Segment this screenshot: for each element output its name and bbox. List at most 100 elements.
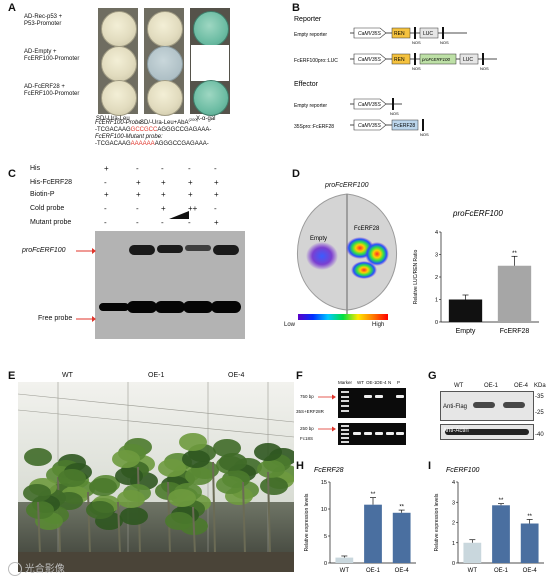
shift-band bbox=[157, 245, 183, 253]
gene-label: REN bbox=[394, 31, 405, 37]
stem bbox=[242, 481, 246, 555]
emsa-cell: + bbox=[161, 204, 166, 213]
wb-blot-flag bbox=[440, 391, 534, 421]
emsa-cell: + bbox=[214, 218, 219, 227]
significance-mark: ** bbox=[399, 505, 404, 511]
pcr-target: 35S+ERF28R bbox=[296, 409, 324, 414]
colony bbox=[101, 11, 137, 47]
scale-high: High bbox=[372, 322, 385, 328]
wb-lane-oe4: OE-4 bbox=[514, 383, 529, 389]
pcr-band bbox=[364, 432, 372, 435]
emsa-cell: - bbox=[214, 164, 217, 173]
shift-band bbox=[185, 245, 211, 251]
panel-label-b: B bbox=[292, 2, 300, 14]
emsa-cell: + bbox=[104, 190, 109, 199]
emsa-cell: + bbox=[161, 178, 166, 187]
colony-empty bbox=[191, 45, 229, 81]
significance-mark: ** bbox=[371, 492, 376, 498]
x-tick-label: OE-1 bbox=[366, 568, 381, 574]
ladder-band bbox=[341, 429, 349, 431]
luc-box bbox=[419, 27, 439, 39]
pcr-band bbox=[396, 395, 404, 398]
emsa-cell: + bbox=[214, 178, 219, 187]
emsa-cell: - bbox=[161, 164, 164, 173]
panel-label-f: F bbox=[296, 370, 303, 382]
y-tick-label: 2 bbox=[452, 521, 455, 527]
y-tick-label: 3 bbox=[452, 500, 455, 506]
luc-label: LUC bbox=[423, 31, 433, 37]
pcr-band bbox=[364, 395, 372, 398]
band-arrow bbox=[76, 248, 96, 254]
promoter-label: CaMV35S bbox=[358, 57, 381, 63]
free-probe-band bbox=[183, 301, 213, 313]
ladder-band bbox=[341, 441, 349, 443]
emsa-cell: + bbox=[188, 178, 193, 187]
leaf-shape bbox=[120, 507, 148, 525]
construct-label: FcERF100pro::LUC bbox=[294, 58, 338, 64]
terminator-bar bbox=[414, 53, 416, 65]
band-label: proFcERF100 bbox=[22, 247, 66, 254]
leaf-shape bbox=[26, 501, 54, 519]
colony bbox=[147, 46, 183, 82]
stem bbox=[117, 501, 121, 555]
probe-title: FcERF100-Probe: bbox=[95, 120, 144, 126]
wb-lane-wt: WT bbox=[454, 383, 464, 389]
emsa-table: His+----His-FcERF28-++++Biotin-P+++++Col… bbox=[30, 155, 250, 235]
gene-label: FcERF28 bbox=[394, 123, 415, 129]
emsa-cell: + bbox=[136, 178, 141, 187]
wb-blot-actin bbox=[440, 424, 534, 440]
emsa-cell: - bbox=[136, 218, 139, 227]
nos-label: NOS bbox=[480, 66, 489, 71]
bar bbox=[463, 542, 482, 563]
chart-title: FcERF28 bbox=[314, 467, 344, 474]
emsa-cell: - bbox=[188, 218, 191, 227]
significance-mark: ** bbox=[499, 498, 504, 504]
luc-box bbox=[459, 53, 479, 65]
y-tick-label: 3 bbox=[435, 253, 438, 259]
terminator-bar bbox=[422, 119, 424, 131]
panel-label-g: G bbox=[428, 370, 437, 382]
x-tick-label: OE-1 bbox=[494, 568, 509, 574]
leaf-shape bbox=[23, 484, 51, 502]
colony bbox=[193, 11, 229, 47]
leaf-left-label: Empty bbox=[310, 236, 327, 242]
emsa-cell: - bbox=[188, 164, 191, 173]
leaf-shape bbox=[182, 450, 210, 468]
promoter-arrow bbox=[353, 119, 387, 131]
leaf-shape bbox=[216, 476, 244, 494]
col-label-2: SD/-Ura-Leu+AbA(200) bbox=[140, 117, 198, 126]
emsa-cell: + bbox=[161, 190, 166, 199]
insert-label: proFcERF100 bbox=[421, 57, 451, 62]
promoter-label: CaMV35S bbox=[358, 123, 381, 129]
panel-a: AD-Rec-p53 + P53-Promoter AD-Empty + FcE… bbox=[18, 8, 230, 126]
nos-label: NOS bbox=[412, 40, 421, 45]
colony bbox=[101, 46, 137, 82]
pcr-gel-bottom bbox=[338, 423, 406, 445]
plant-label-wt: WT bbox=[62, 372, 73, 379]
emsa-cell: ++ bbox=[188, 204, 198, 213]
x-tick-label: OE-4 bbox=[523, 568, 538, 574]
emsa-row-label: Cold probe bbox=[30, 205, 65, 212]
probe-seq: -TCGACAAGGCCGCCAGGGCCGAGAAA- bbox=[95, 127, 212, 133]
pcr-band bbox=[386, 432, 394, 435]
pcr-band bbox=[396, 432, 404, 435]
y-tick-label: 2 bbox=[435, 275, 438, 281]
construct-label: Empty reporter bbox=[294, 103, 327, 109]
promoter-arrow bbox=[353, 98, 387, 110]
ladder-band bbox=[341, 400, 349, 402]
bar bbox=[364, 504, 382, 563]
reporter-title: Reporter bbox=[294, 16, 322, 23]
leaf-shape bbox=[219, 453, 247, 471]
leaf-shape bbox=[179, 433, 207, 451]
col-label-3: X-α-gal bbox=[196, 116, 216, 122]
leaf-shape bbox=[58, 469, 86, 487]
emsa-cell: + bbox=[214, 190, 219, 199]
pcr-size-2: 250 bp bbox=[300, 426, 314, 431]
free-probe-band bbox=[155, 301, 185, 313]
emsa-row-label: Mutant probe bbox=[30, 219, 72, 226]
emsa-cell: - bbox=[136, 164, 139, 173]
